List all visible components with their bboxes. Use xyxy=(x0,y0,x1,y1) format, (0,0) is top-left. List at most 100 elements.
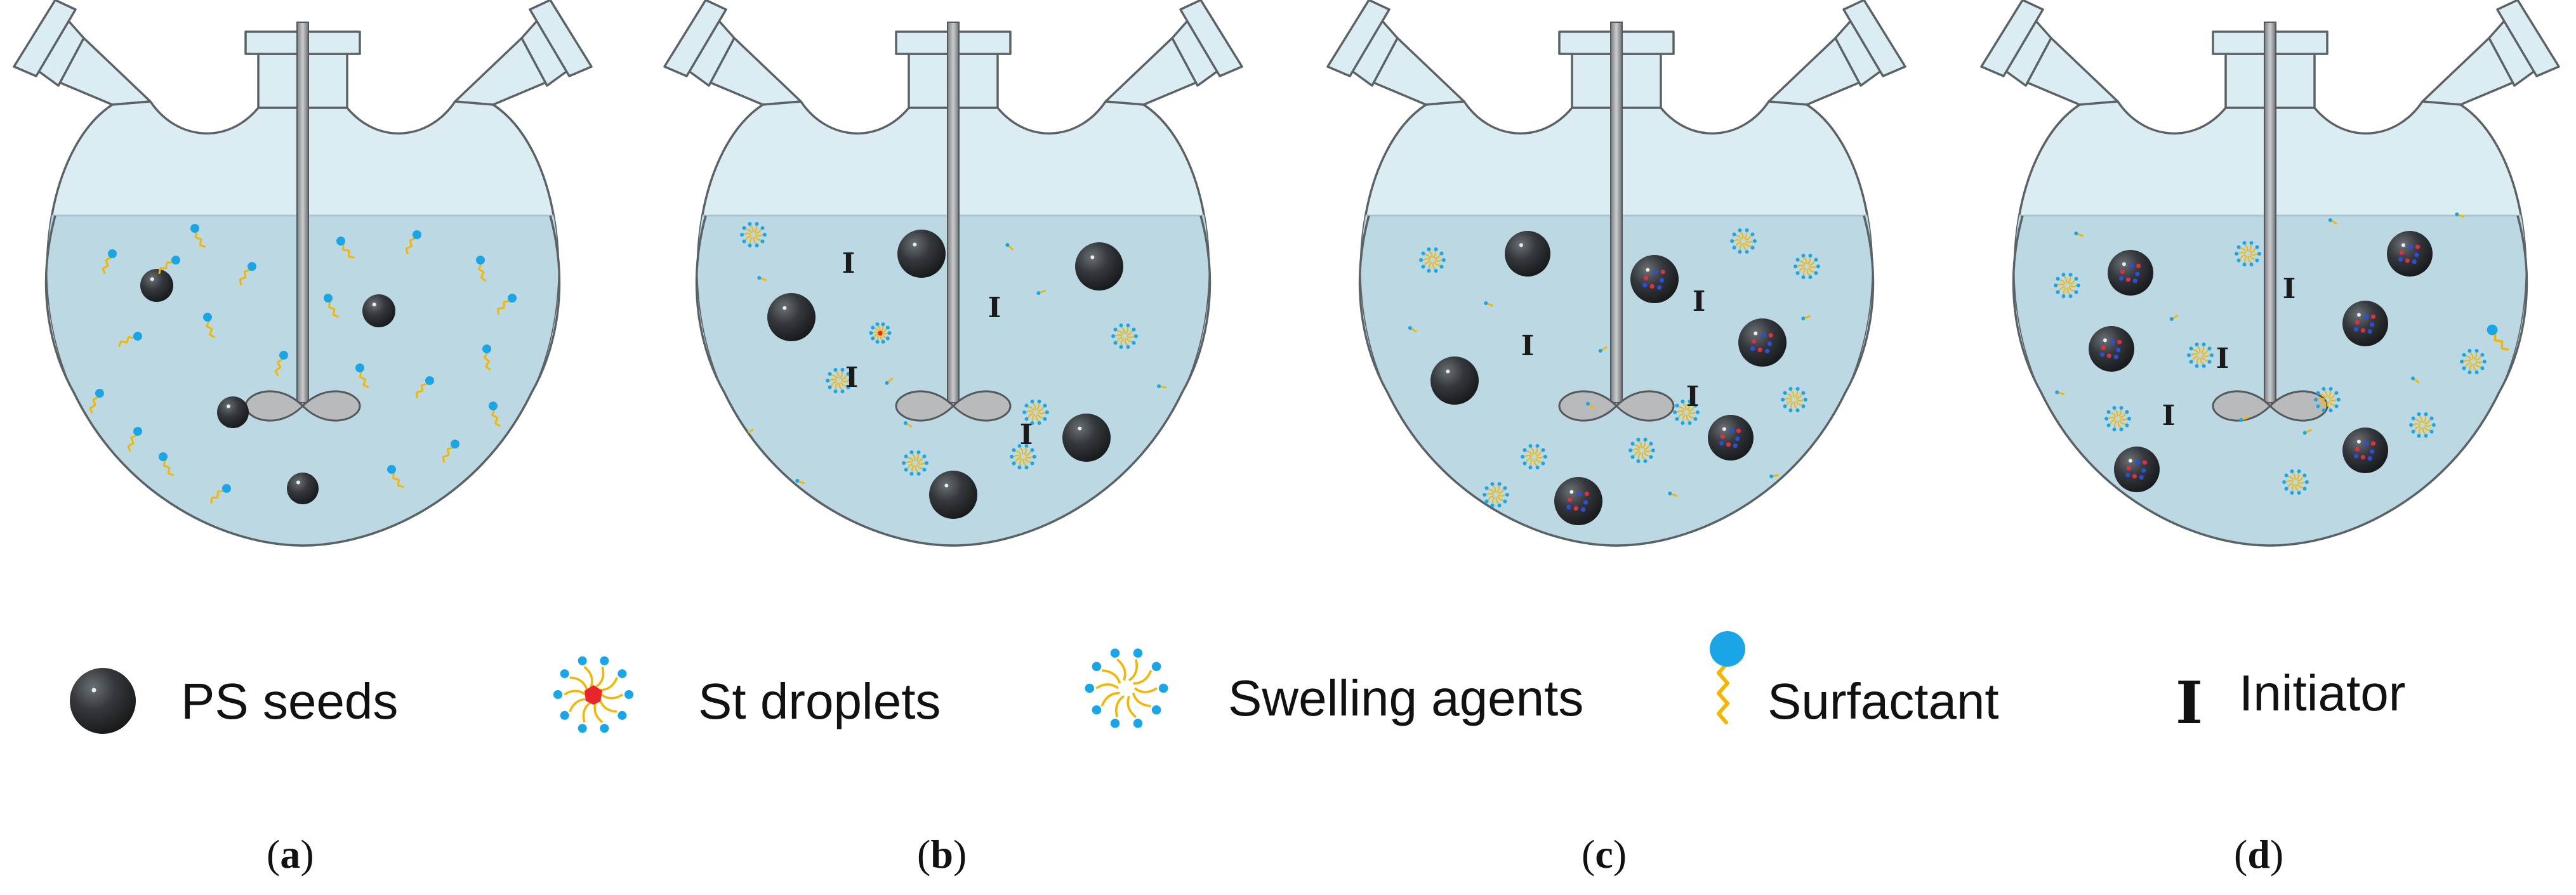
swelling-agent-legend xyxy=(1085,648,1168,728)
initiator-symbol: I xyxy=(1686,381,1700,413)
surfactant xyxy=(497,294,517,315)
initiator-symbol: I xyxy=(1521,330,1535,362)
monomer-fragment xyxy=(1801,315,1811,321)
initiator-symbol: I xyxy=(2216,343,2229,375)
legend-initiator-label: Initiator xyxy=(2239,665,2405,721)
swelling-agent xyxy=(2409,412,2436,438)
legend: PS seeds St droplets Swelling agents Sur… xyxy=(70,631,2405,737)
surfactant xyxy=(416,376,434,398)
swollen-seed xyxy=(1708,415,1754,461)
surfactant xyxy=(336,237,355,259)
ps-seed xyxy=(897,230,946,278)
swollen-seed xyxy=(1554,477,1602,525)
initiator-symbol: I xyxy=(2283,273,2296,305)
surfactant xyxy=(387,465,404,488)
surfactant xyxy=(476,256,487,282)
stirrer-rod xyxy=(895,22,1012,422)
surfactant xyxy=(158,256,180,274)
legend-initiator-icon: I xyxy=(2176,669,2203,737)
surfactant xyxy=(159,452,175,476)
initiator-symbol: I xyxy=(2162,400,2176,432)
st-droplet-legend xyxy=(553,656,633,733)
surfactant xyxy=(489,402,501,427)
swelling-agent xyxy=(1781,386,1807,413)
surfactant xyxy=(190,224,206,248)
swollen-seed xyxy=(2089,326,2134,372)
monomer-fragment xyxy=(2169,314,2179,321)
swollen-seed xyxy=(2108,250,2153,296)
flask-panel-d: I I I xyxy=(1980,0,2560,547)
swelling-agent xyxy=(2314,386,2341,413)
monomer-fragment xyxy=(1036,289,1047,296)
initiator-symbol: I xyxy=(1020,419,1033,451)
monomer-fragment xyxy=(757,275,767,282)
swollen-seed xyxy=(2342,301,2388,346)
monomer-fragment xyxy=(2328,218,2337,225)
monomer-fragment xyxy=(795,478,805,485)
flask-panel-c: III xyxy=(1326,0,1906,547)
flask-necks xyxy=(663,0,1243,109)
surfactant xyxy=(442,440,459,463)
legend-surfactant-icon xyxy=(1710,631,1745,724)
monomer-fragment xyxy=(2302,429,2313,435)
panel-labels: (a) (b) (c) (d) xyxy=(267,832,2283,877)
surfactant xyxy=(482,344,491,371)
panel-label-a: (a) xyxy=(267,832,314,877)
legend-swelling-agents-label: Swelling agents xyxy=(1228,670,1583,726)
swelling-agent xyxy=(1628,437,1655,464)
swelling-agent xyxy=(2460,348,2487,375)
monomer-fragment xyxy=(1598,346,1608,353)
swelling-agent xyxy=(1419,247,1446,273)
monomer-fragment xyxy=(1408,326,1417,333)
surfactant xyxy=(210,484,231,504)
surfactant xyxy=(355,363,369,388)
legend-ps-seeds-label: PS seeds xyxy=(181,673,398,729)
flask-contents-c: III xyxy=(1408,228,1820,525)
surfactant xyxy=(203,313,215,338)
panel-label-c: (c) xyxy=(1582,832,1627,877)
swelling-agent xyxy=(1730,228,1757,254)
initiator-symbol: I xyxy=(845,362,859,394)
ps-seed xyxy=(1430,356,1479,405)
monomer-fragment xyxy=(1586,402,1595,409)
swollen-seed xyxy=(1738,318,1787,367)
monomer-fragment xyxy=(903,421,913,428)
monomer-fragment xyxy=(2074,231,2084,237)
swelling-agent xyxy=(2187,342,2214,369)
swelling-agent xyxy=(2104,405,2131,432)
monomer-fragment xyxy=(2411,376,2420,384)
initiator-symbol: I xyxy=(842,247,855,280)
swelling-agent xyxy=(740,221,767,248)
swelling-agent xyxy=(826,367,852,394)
ps-seed xyxy=(1062,414,1111,462)
swollen-seed xyxy=(1630,255,1679,303)
st-droplet xyxy=(869,322,892,344)
swelling-agent xyxy=(2282,469,2309,495)
swelling-agent xyxy=(1022,399,1049,426)
surfactant xyxy=(274,351,288,377)
surfactant xyxy=(102,249,117,275)
ps-seed xyxy=(287,473,319,504)
legend-swelling-agent-icon xyxy=(1085,648,1168,728)
swelling-agent xyxy=(1673,399,1700,426)
stirrer-rod xyxy=(244,22,361,422)
surfactant xyxy=(118,332,142,348)
surfactant xyxy=(405,230,421,254)
monomer-fragment xyxy=(2455,212,2465,218)
ps-seed xyxy=(929,471,977,519)
monomer-fragment xyxy=(1769,474,1780,479)
monomer-fragment xyxy=(2239,416,2249,422)
ps-seed xyxy=(767,293,816,341)
monomer-fragment xyxy=(885,377,894,385)
swelling-agent xyxy=(2054,272,2080,299)
swollen-seed xyxy=(2387,231,2433,277)
swollen-seed xyxy=(2114,447,2160,492)
stirrer-rod xyxy=(2212,22,2328,422)
swelling-agent xyxy=(1010,443,1036,470)
monomer-fragment xyxy=(1484,301,1494,307)
monomer-fragment xyxy=(1668,491,1678,497)
legend-ps-seed-icon xyxy=(70,668,136,734)
swollen-seed xyxy=(2342,428,2388,473)
